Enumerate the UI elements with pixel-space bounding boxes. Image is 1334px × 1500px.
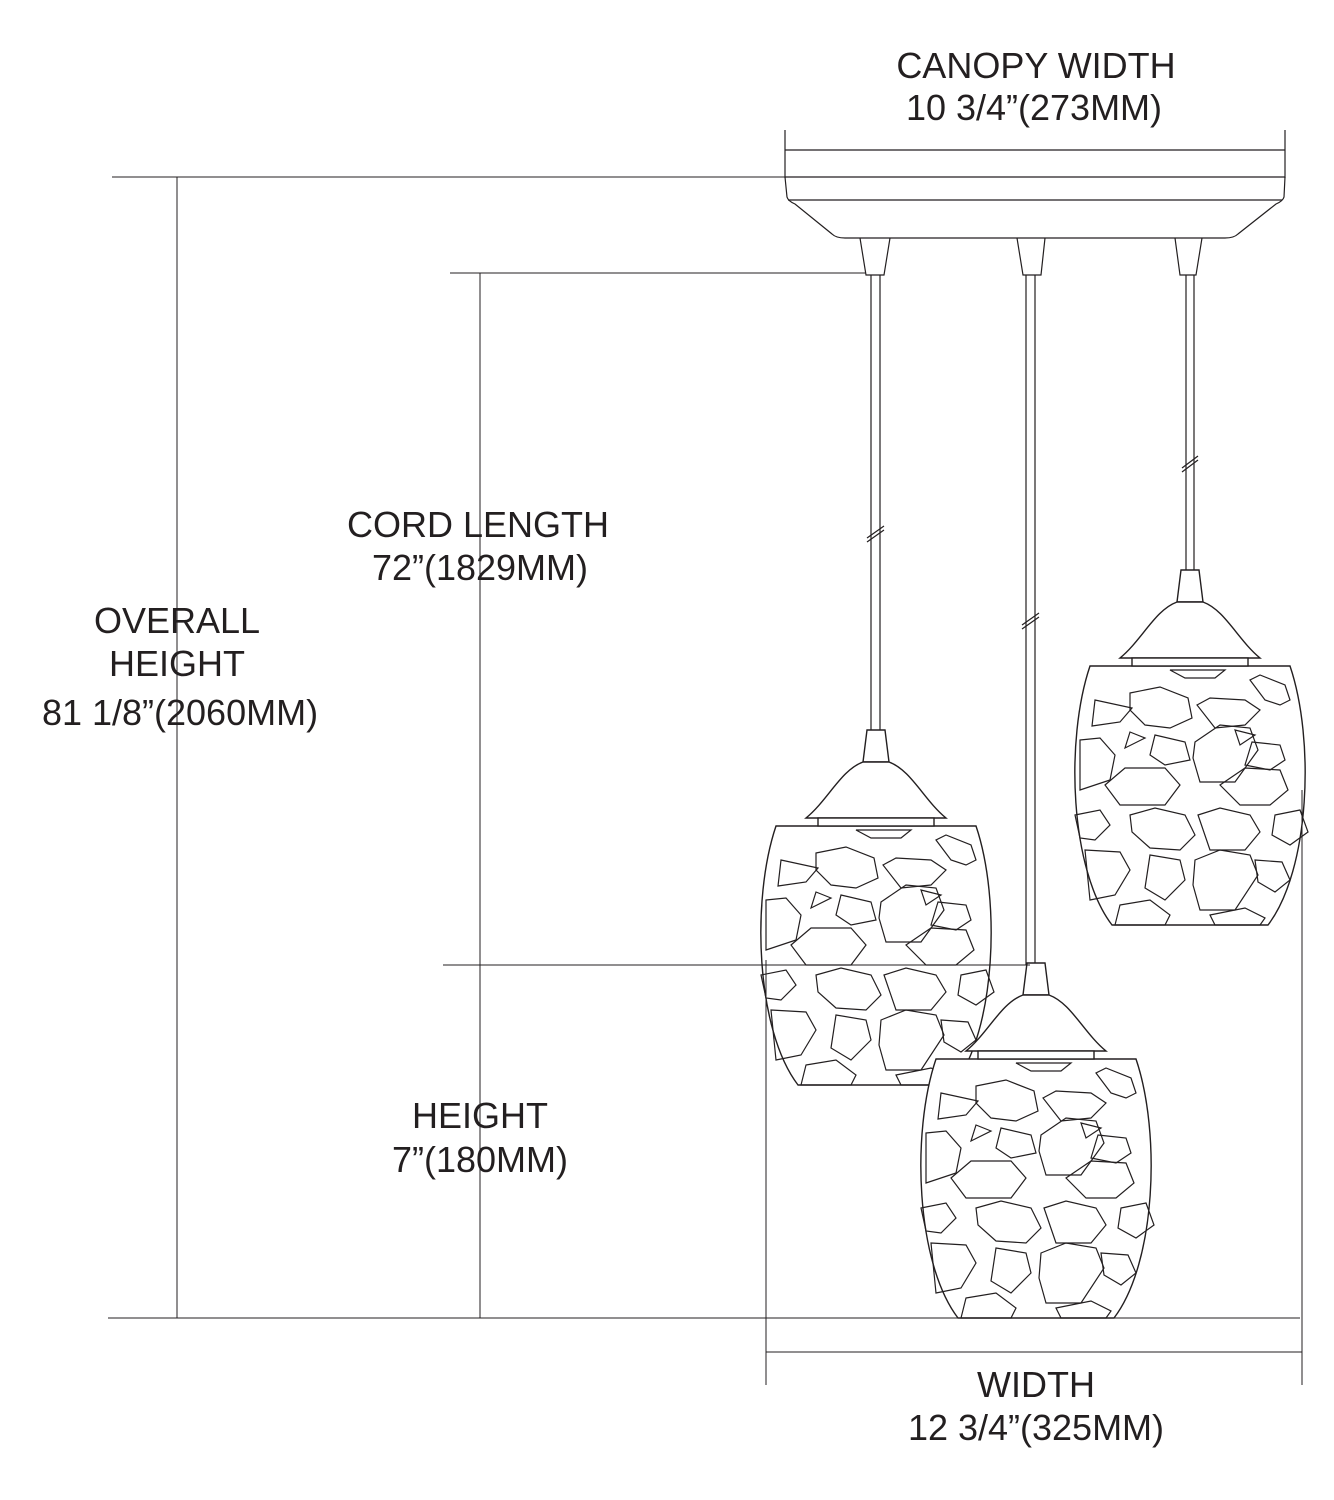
width-title: WIDTH <box>977 1364 1095 1405</box>
pendant-cords <box>859 237 1203 965</box>
overall-height-title-2: HEIGHT <box>109 643 245 684</box>
pendant-right <box>1074 569 1309 926</box>
overall-height-value: 81 1/8”(2060MM) <box>42 692 318 733</box>
dimension-lines <box>108 176 1303 1385</box>
width-value: 12 3/4”(325MM) <box>908 1407 1164 1448</box>
canopy <box>784 130 1286 239</box>
pendant-left <box>760 729 995 1086</box>
height-title: HEIGHT <box>412 1095 548 1136</box>
canopy-width-title: CANOPY WIDTH <box>896 45 1175 86</box>
cord-length-value: 72”(1829MM) <box>372 547 588 588</box>
height-value: 7”(180MM) <box>392 1139 568 1180</box>
cord-length-title: CORD LENGTH <box>347 504 609 545</box>
overall-height-title-1: OVERALL <box>94 600 260 641</box>
canopy-width-value: 10 3/4”(273MM) <box>906 87 1162 128</box>
